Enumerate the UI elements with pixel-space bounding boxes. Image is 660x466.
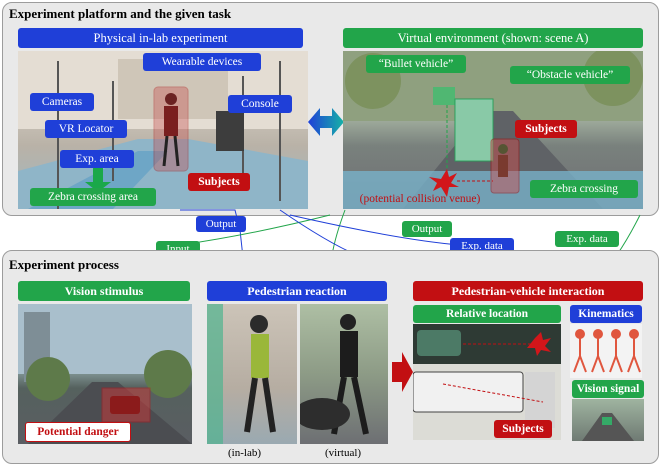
in-lab-reaction-image: [207, 304, 297, 444]
output-tag-1: Output: [196, 216, 246, 232]
kinematics-image: [570, 324, 642, 378]
virtual-environment-header: Virtual environment (shown: scene A): [343, 28, 643, 48]
in-lab-graphic: [207, 304, 276, 444]
vision-signal-header: Vision signal: [572, 380, 644, 398]
vision-stimulus-image: [18, 304, 192, 444]
subjects-label-virtual: Subjects: [515, 120, 577, 138]
exp-area-label: Exp. area: [60, 150, 134, 168]
zebra-crossing-area-label: Zebra crossing area: [30, 188, 156, 206]
console-label: Console: [228, 95, 292, 113]
cameras-label: Cameras: [30, 93, 94, 111]
zebra-crossing-label: Zebra crossing: [530, 180, 638, 198]
relative-location-header: Relative location: [413, 305, 561, 323]
wearable-devices-label: Wearable devices: [143, 53, 261, 71]
interaction-header: Pedestrian-vehicle interaction: [413, 281, 643, 301]
collision-venue-label: (potential collision venue): [359, 193, 481, 205]
vision-signal-graphic: [582, 413, 634, 441]
vision-stimulus-header: Vision stimulus: [18, 281, 190, 301]
in-lab-caption: (in-lab): [228, 447, 261, 459]
subjects-label-physical: Subjects: [188, 173, 250, 191]
virtual-reaction-graphic: [300, 314, 369, 435]
virtual-reaction-image: [300, 304, 388, 444]
top-section-title: Experiment platform and the given task: [9, 6, 232, 21]
pedestrian-reaction-header: Pedestrian reaction: [207, 281, 387, 301]
vision-signal-image: [572, 399, 644, 441]
relative-location-graphic: [413, 324, 561, 428]
subjects-label-bottom: Subjects: [494, 420, 552, 438]
bottom-section-title: Experiment process: [9, 257, 119, 272]
obstacle-vehicle-label: “Obstacle vehicle”: [510, 66, 630, 84]
kinematics-graphic: [573, 329, 641, 373]
physical-experiment-header: Physical in-lab experiment: [18, 28, 303, 48]
vr-locator-label: VR Locator: [45, 120, 127, 138]
kinematics-header: Kinematics: [570, 305, 642, 323]
output-tag-2: Output: [402, 221, 452, 237]
virtual-caption: (virtual): [325, 447, 362, 459]
bullet-vehicle-label: “Bullet vehicle”: [366, 55, 466, 73]
potential-danger-label: Potential danger: [25, 422, 131, 442]
exp-data-tag-2: Exp. data: [555, 231, 619, 247]
